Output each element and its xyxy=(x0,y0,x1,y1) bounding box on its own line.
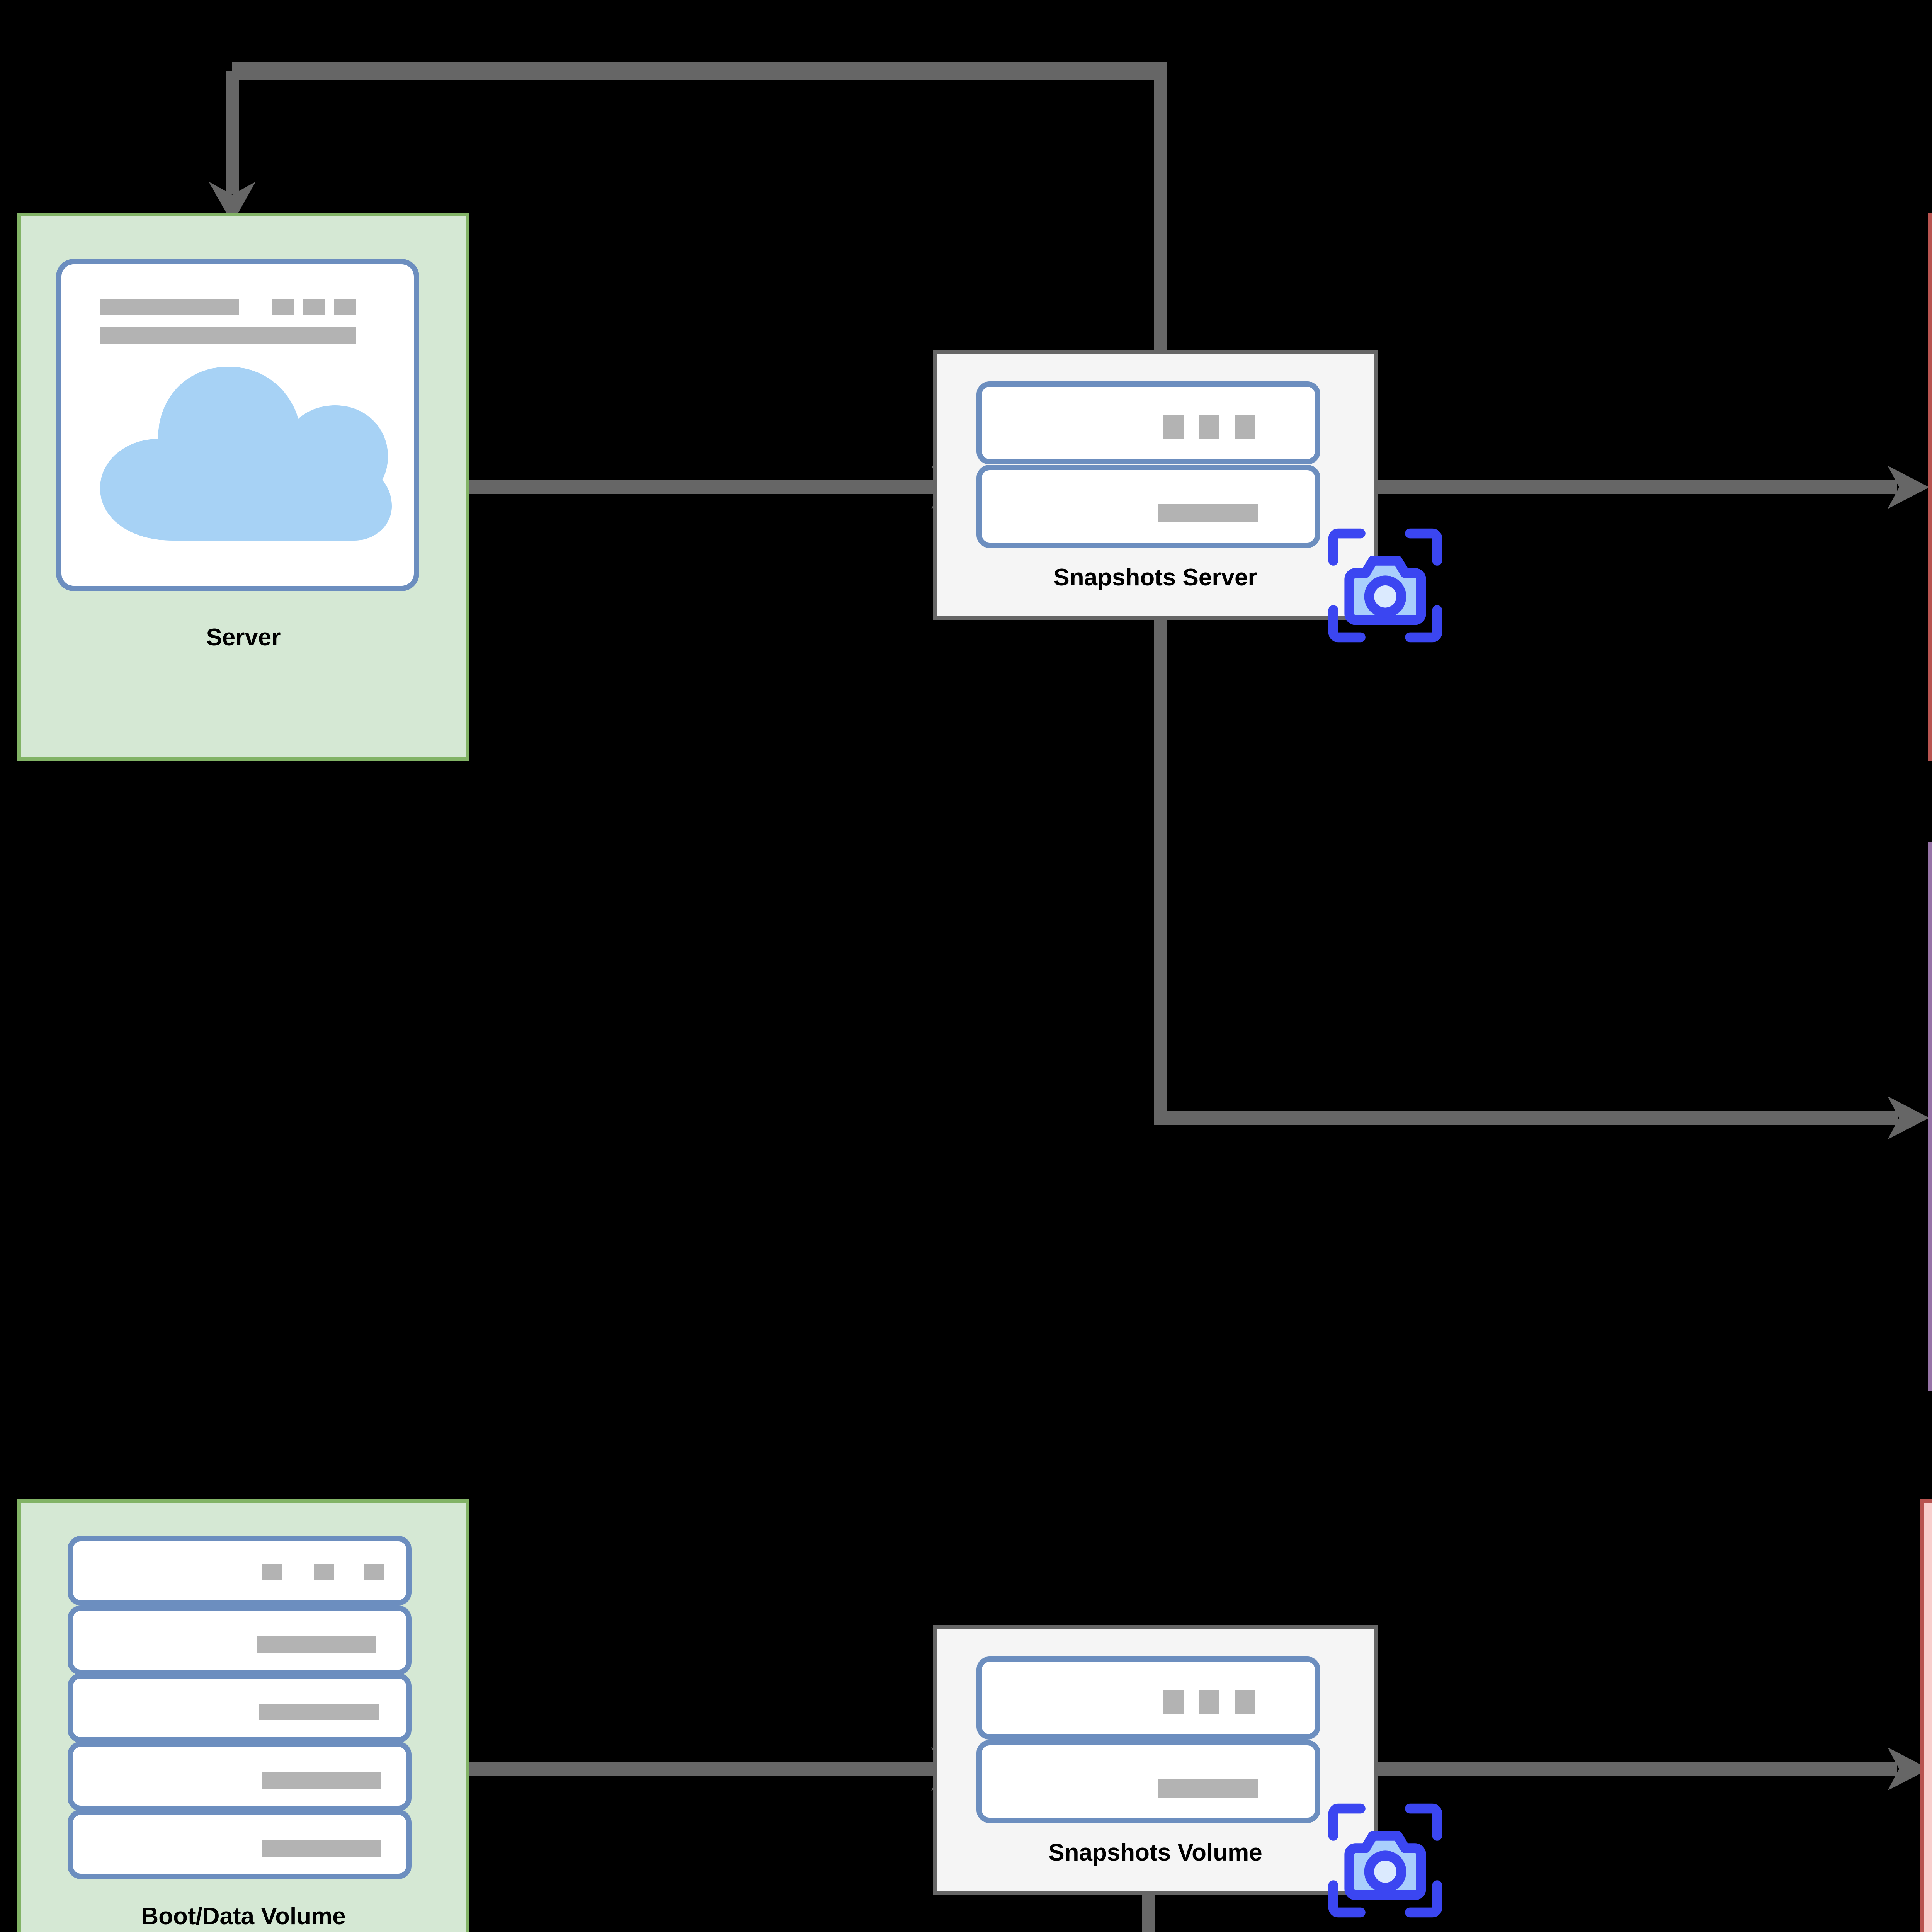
node-boot-data-volume-source-label: Boot/Data Volume xyxy=(141,1903,346,1930)
volume-row-3 xyxy=(68,1673,412,1743)
server-browser-glyph xyxy=(56,259,419,591)
node-server[interactable]: Server xyxy=(17,213,469,761)
edge-loop-vertical-right xyxy=(1154,62,1167,394)
row-value-bar xyxy=(1158,504,1258,522)
camera-icon[interactable] xyxy=(1323,524,1447,647)
browser-url-bar xyxy=(100,327,356,344)
edge-share-snapshot-vertical xyxy=(1154,611,1167,1121)
node-snapshots-server[interactable]: Snapshots Server xyxy=(933,350,1442,643)
edge-snapshots-volume-to-new-volume-line xyxy=(1378,1762,1897,1776)
volume-row-5 xyxy=(68,1810,412,1879)
row-value-bar xyxy=(262,1840,381,1857)
snapshots-volume-row-2 xyxy=(976,1740,1320,1823)
row-dot-2 xyxy=(1199,1690,1219,1714)
row-dot-2 xyxy=(1199,415,1219,439)
row-dot-1 xyxy=(1163,1690,1184,1714)
node-boot-data-volume-new[interactable]: Boot/Data Volume xyxy=(1920,1499,1932,1932)
edge-snapshots-server-to-new-server-line xyxy=(1378,480,1897,494)
volume-row-2 xyxy=(68,1605,412,1675)
edge-snapshots-volume-to-new-volume-arrowhead xyxy=(1888,1747,1929,1791)
camera-icon[interactable] xyxy=(1323,1799,1447,1922)
snapshots-server-row-2 xyxy=(976,465,1320,548)
row-dot-3 xyxy=(364,1564,384,1580)
row-dot-1 xyxy=(1163,415,1184,439)
cloud-icon xyxy=(100,367,392,541)
row-value-bar xyxy=(1158,1779,1258,1798)
node-boot-data-volume-source[interactable]: Boot/Data Volume xyxy=(17,1499,469,1932)
browser-title-bar xyxy=(100,299,239,315)
node-snapshots-volume-label: Snapshots Volume xyxy=(1048,1839,1262,1866)
node-snapshots-server-label: Snapshots Server xyxy=(1053,564,1257,591)
row-value-bar xyxy=(262,1772,381,1789)
row-dot-3 xyxy=(1235,415,1255,439)
node-new-server[interactable]: New Server xyxy=(1928,213,1932,761)
edge-share-snapshot-horizontal xyxy=(1154,1111,1898,1125)
volume-row-1 xyxy=(68,1536,412,1605)
edge-loop-horizontal xyxy=(232,62,1167,80)
edge-volume-to-snapshots-volume-line xyxy=(469,1762,941,1776)
node-new-server-with-share-snapshot[interactable]: New Server with Share Snapshot xyxy=(1928,842,1932,1391)
node-snapshots-volume[interactable]: Snapshots Volume xyxy=(933,1625,1442,1918)
browser-dot-2 xyxy=(303,299,325,315)
edge-loop-arrowhead xyxy=(209,182,256,223)
row-value-bar xyxy=(257,1636,376,1653)
edge-server-to-snapshots-server-line xyxy=(469,480,941,494)
node-server-label: Server xyxy=(206,624,281,651)
row-dot-1 xyxy=(262,1564,282,1580)
browser-dot-1 xyxy=(272,299,294,315)
snapshots-server-row-1 xyxy=(976,381,1320,464)
node-boot-data-volume-new-label: Boot/Data Volume xyxy=(1924,1903,1932,1930)
edge-loop-vertical-left xyxy=(226,71,239,194)
edge-share-snapshot-arrowhead xyxy=(1888,1096,1929,1139)
browser-dot-3 xyxy=(334,299,356,315)
snapshots-volume-row-1 xyxy=(976,1656,1320,1740)
volume-row-4 xyxy=(68,1742,412,1811)
row-dot-2 xyxy=(314,1564,334,1580)
row-dot-3 xyxy=(1235,1690,1255,1714)
row-value-bar xyxy=(259,1704,379,1720)
edge-snapshots-server-to-new-server-arrowhead xyxy=(1888,466,1929,509)
